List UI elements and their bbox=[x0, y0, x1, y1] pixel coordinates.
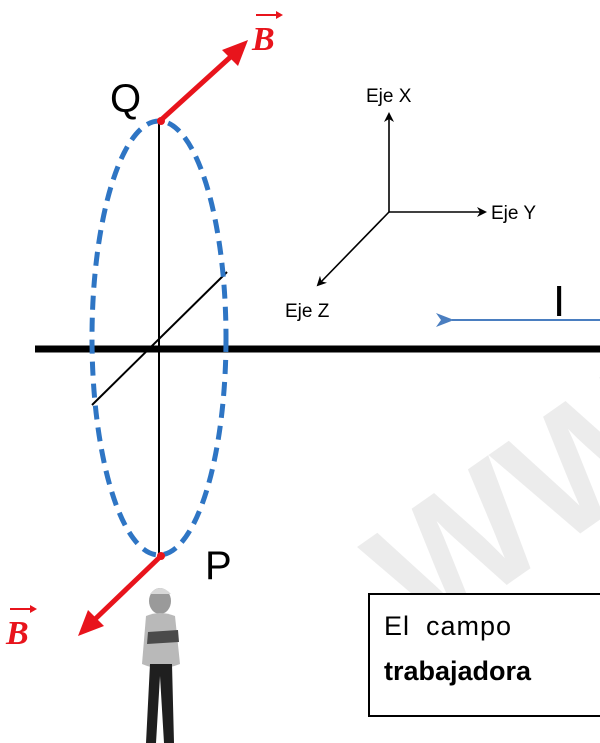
b-vector-top bbox=[159, 40, 248, 122]
axis-y-label: Eje Y bbox=[491, 203, 536, 224]
axis-x-label: Eje X bbox=[366, 86, 412, 107]
coordinate-axes bbox=[316, 112, 487, 287]
point-q-label: Q bbox=[110, 77, 141, 121]
worker-figure bbox=[142, 588, 180, 743]
svg-text:B: B bbox=[5, 615, 29, 652]
note-line-2: trabajadora bbox=[384, 656, 532, 686]
note-word-2: campo bbox=[426, 611, 513, 641]
note-word-1: El bbox=[384, 611, 411, 641]
loop-diagonal-diameter bbox=[91, 271, 228, 406]
b-label-top: B bbox=[251, 11, 283, 58]
b-label-bottom: B bbox=[5, 605, 37, 652]
point-p-label: P bbox=[205, 544, 232, 588]
svg-text:B: B bbox=[251, 21, 275, 58]
point-p-dot bbox=[157, 552, 165, 560]
current-label: I bbox=[553, 277, 565, 326]
axis-z-label: Eje Z bbox=[285, 301, 330, 322]
point-q-dot bbox=[157, 117, 165, 125]
b-vector-bottom bbox=[78, 554, 163, 636]
